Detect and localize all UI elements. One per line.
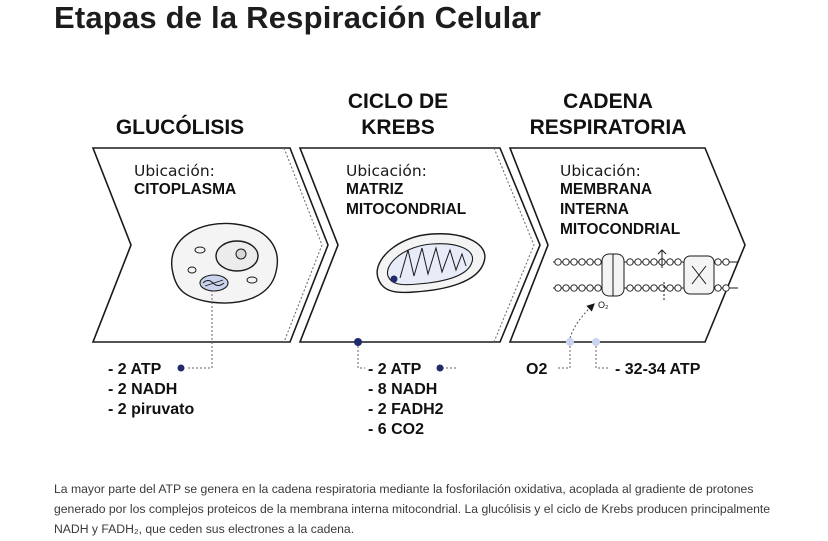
stage-2-product: - 2 FADH2 [368, 401, 444, 418]
stage-3-title-line-1: CADENA [563, 90, 653, 113]
stage-2-product-dot [436, 364, 444, 372]
stage-2-title-line-2: KREBS [361, 116, 435, 139]
stage-2-location-value-1: MATRIZ [346, 181, 404, 198]
stage-1-connector-dot [177, 364, 185, 372]
stage-3-product-dot [592, 338, 600, 346]
cell-icon [171, 222, 278, 304]
caption: La mayor parte del ATP se genera en la c… [54, 482, 771, 536]
stage-2-title-line-1: CICLO DE [348, 90, 448, 113]
stage-3-location-value-1: MEMBRANA [560, 181, 652, 198]
stage-3-input-dot [566, 338, 574, 346]
stage-1-chevron [91, 147, 329, 343]
stage-2-location-label: Ubicación: [346, 162, 427, 180]
stage-1-product: - 2 ATP [108, 361, 162, 378]
stage-1-title: GLUCÓLISIS [116, 115, 244, 139]
stage-3-title-line-2: RESPIRATORIA [530, 116, 687, 139]
stage-2-product: - 6 CO2 [368, 421, 424, 438]
membrane-icon [553, 249, 738, 300]
stages-diagram: GLUCÓLISIS CICLO DE KREBS CADENA RESPIRA… [91, 90, 746, 438]
o2-arrow [569, 303, 595, 339]
stage-2-product: - 2 ATP [368, 361, 422, 378]
stage-3-location-value-2: INTERNA [560, 201, 629, 218]
stage-3-product: - 32-34 ATP [615, 361, 701, 378]
stage-3-location-value-3: MITOCONDRIAL [560, 221, 680, 238]
stage-1-location-value: CITOPLASMA [134, 181, 236, 198]
stage-3-input: O2 [526, 361, 547, 378]
stage-2-product: - 8 NADH [368, 381, 437, 398]
membrane-o2-label: O₂ [598, 300, 609, 310]
stage-3-location-label: Ubicación: [560, 162, 641, 180]
page-title: Etapas de la Respiración Celular [54, 0, 542, 35]
stage-2-location-value-2: MITOCONDRIAL [346, 201, 466, 218]
stage-2-chevron [298, 147, 541, 343]
stage-1-product: - 2 piruvato [108, 401, 194, 418]
stage-1-product: - 2 NADH [108, 381, 177, 398]
stage-3-chevron [508, 147, 746, 343]
mitochondria-icon [376, 233, 486, 294]
stage-2-connector-dot [354, 338, 362, 346]
stage-1-location-label: Ubicación: [134, 162, 215, 180]
